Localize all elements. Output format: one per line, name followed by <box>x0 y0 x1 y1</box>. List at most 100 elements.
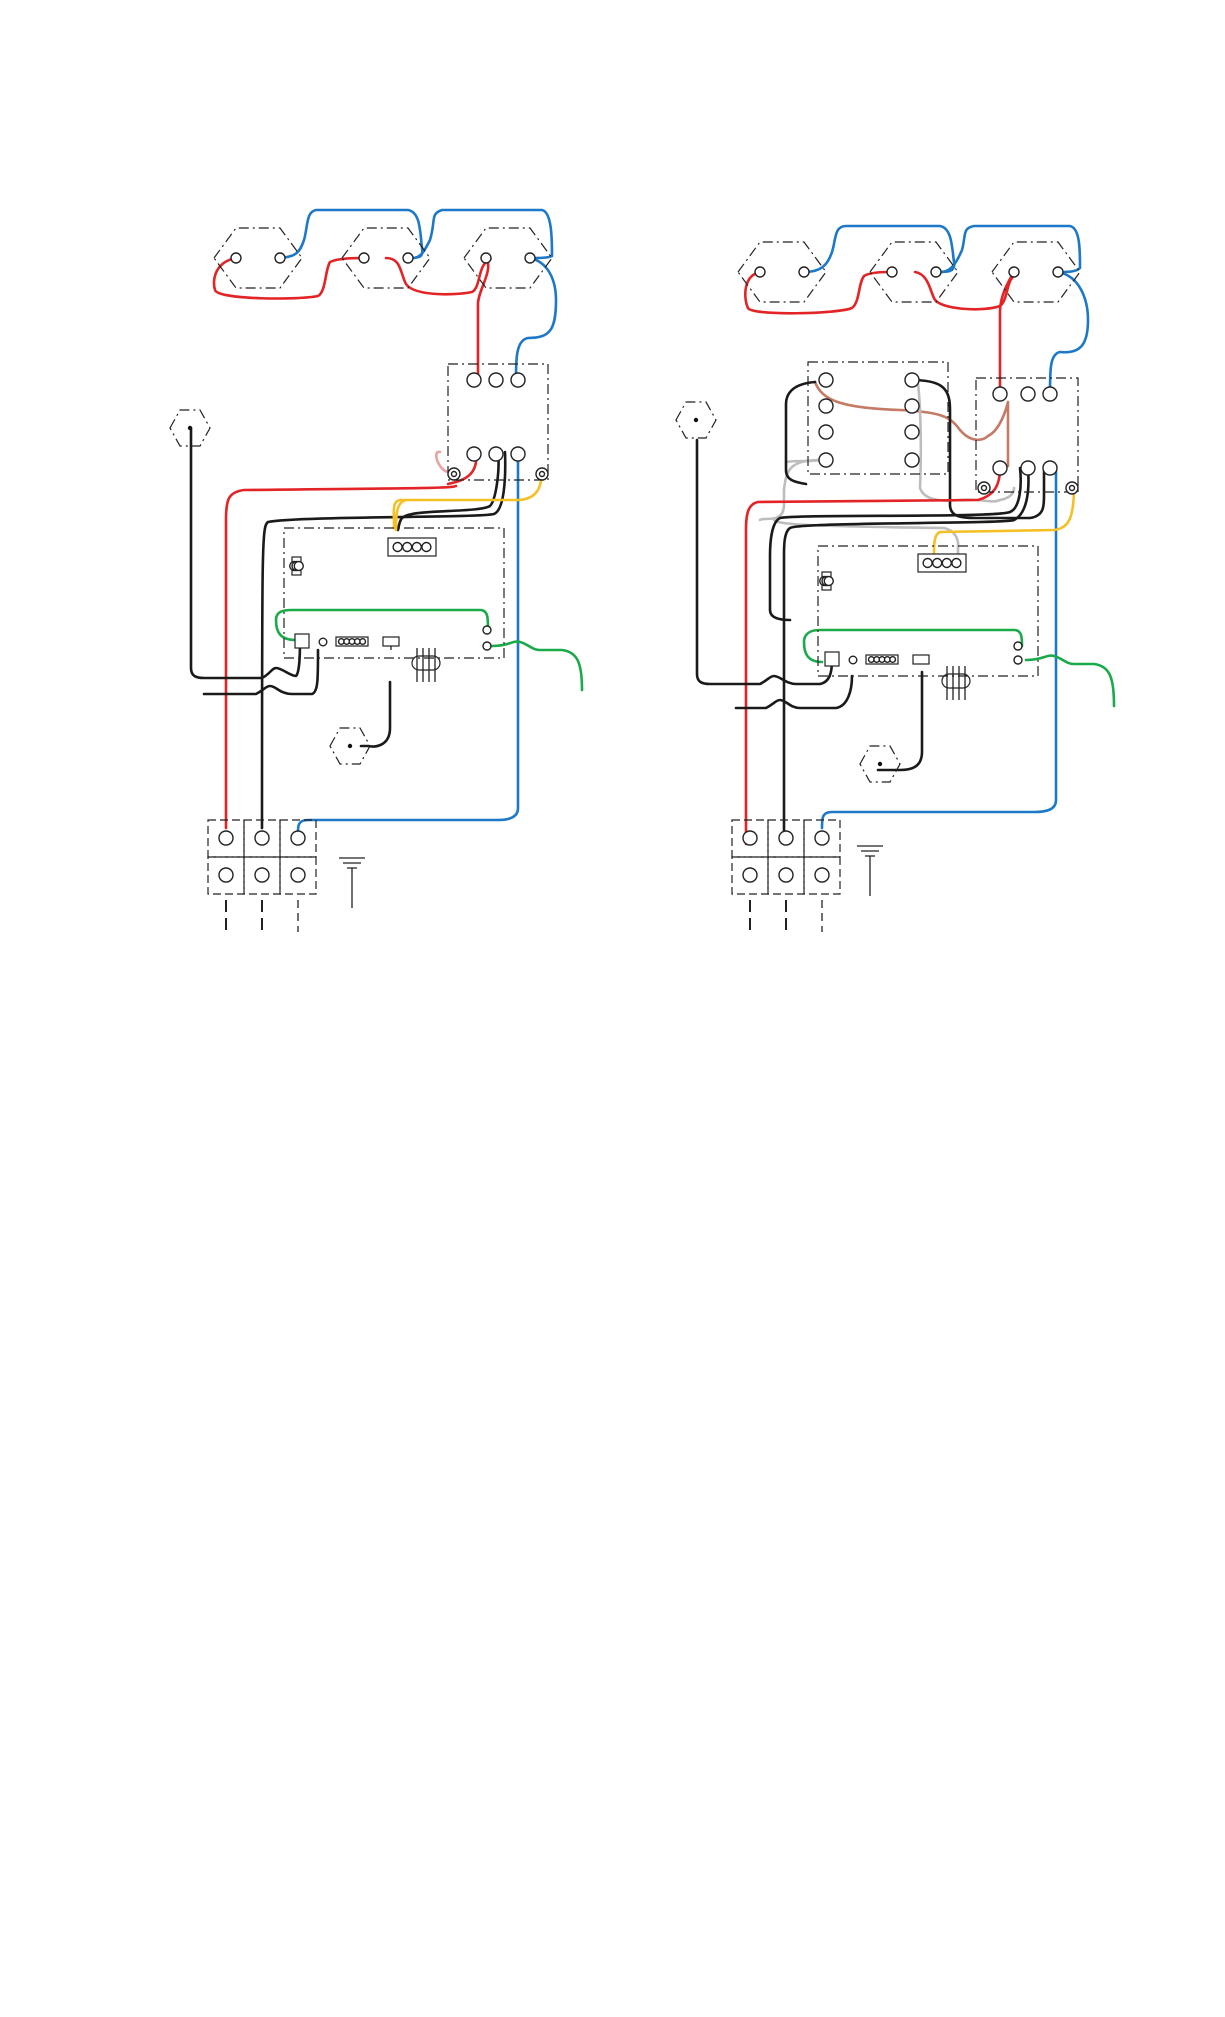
wiring-diagram-right <box>676 226 1114 932</box>
contactor-terminal-l2 <box>489 373 503 387</box>
control-board-connector-5pin-pin <box>360 639 366 645</box>
temperature-sensor-bottom-dot <box>878 762 882 766</box>
contactor-coil-a-inner <box>452 472 457 477</box>
control-board-connector-4pin-pin <box>422 543 431 552</box>
control-board-fuse <box>383 637 399 646</box>
control-board-connector-5pin-pin <box>890 657 896 663</box>
wire-red-heater-2-3 <box>386 258 491 294</box>
wire-blue-heater-2-3 <box>408 210 552 258</box>
control-board-connector-4pin-pin <box>393 543 402 552</box>
heating-element-2-terminal-b <box>931 267 941 277</box>
control-board-transformer-leads <box>417 648 435 682</box>
relay-board-terminal-left-4 <box>819 453 833 467</box>
wire-gray-relay <box>786 460 820 462</box>
control-board-terminal-a <box>483 626 491 634</box>
relay-board-terminal-left-1 <box>819 373 833 387</box>
control-board-connector-3pin-pin <box>824 577 833 586</box>
supply-terminal-block-terminal <box>779 868 793 882</box>
ground-symbol <box>857 846 883 896</box>
wire-green-out <box>1026 656 1114 706</box>
temperature-sensor-top-dot <box>188 426 192 430</box>
wire-gray-relay-loop <box>760 460 820 520</box>
control-board-connector-4pin-pin <box>403 543 412 552</box>
wire-blue-heater-3-contactor <box>516 258 556 378</box>
control-board-relay <box>295 634 309 648</box>
temperature-sensor-top-dot <box>694 418 698 422</box>
heating-element-1-terminal-b <box>799 267 809 277</box>
control-board-connector-4pin-pin <box>942 559 951 568</box>
wire-blue-heater-1-2 <box>276 210 422 258</box>
control-board-transformer <box>942 666 970 700</box>
control-board-relay <box>825 652 839 666</box>
wire-black-sensor-bottom <box>878 672 922 770</box>
control-board-terminal-b <box>1014 656 1022 664</box>
supply-terminal-block-terminal <box>219 831 233 845</box>
contactor-coil-a-inner <box>982 486 987 491</box>
contactor-terminal-l3 <box>1043 387 1057 401</box>
wire-black-supply-in <box>736 676 852 708</box>
heating-element-1-terminal-b <box>275 253 285 263</box>
heating-element-1-terminal-a <box>755 267 765 277</box>
heating-element-3-terminal-b <box>1053 267 1063 277</box>
supply-terminal-block-terminal <box>219 868 233 882</box>
supply-terminal-block-terminal <box>743 868 757 882</box>
wire-blue-heater-3-contactor <box>1050 272 1088 392</box>
heating-element-3-terminal-a <box>1009 267 1019 277</box>
wire-red-main-line-1 <box>226 486 456 828</box>
control-board-transformer <box>412 648 440 682</box>
contactor-terminal-l2 <box>1021 387 1035 401</box>
contactor-terminal-t3 <box>1043 461 1057 475</box>
supply-terminal-block-terminal <box>815 868 829 882</box>
control-board-led <box>319 638 327 646</box>
supply-terminal-block-terminal <box>255 831 269 845</box>
control-board-connector-4pin-pin <box>933 559 942 568</box>
relay-board-terminal-left-3 <box>819 425 833 439</box>
control-board-led <box>849 656 857 664</box>
wire-black-contactor-to-board <box>398 452 499 530</box>
supply-terminal-block-supply-lines <box>226 900 262 932</box>
wire-blue-heater-1-2 <box>804 226 954 272</box>
contactor-terminal-l1 <box>993 387 1007 401</box>
wire-green-out <box>492 642 582 690</box>
wiring-diagram-left <box>170 210 582 932</box>
relay-board-terminal-left-2 <box>819 399 833 413</box>
control-board-fuse <box>913 655 929 664</box>
heating-element-3-terminal-b <box>525 253 535 263</box>
control-board-terminal-a <box>1014 642 1022 650</box>
supply-terminal-block-terminal <box>815 831 829 845</box>
control-board-connector-4pin-pin <box>952 559 961 568</box>
supply-terminal-block-terminal <box>255 868 269 882</box>
heating-element-2-terminal-a <box>887 267 897 277</box>
relay-board-terminal-right-1 <box>905 373 919 387</box>
control-board-connector-4pin-pin <box>412 543 421 552</box>
ground-symbol <box>339 858 365 908</box>
heating-element-2-terminal-b <box>403 253 413 263</box>
wire-red-heater-1-2 <box>745 272 893 313</box>
control-board-connector-3pin-pin <box>294 562 303 571</box>
relay-board-terminal-right-3 <box>905 425 919 439</box>
contactor-terminal-t2 <box>1021 461 1035 475</box>
temperature-sensor-bottom-dot <box>348 744 352 748</box>
supply-terminal-block-terminal <box>291 868 305 882</box>
contactor-terminal-l1 <box>467 373 481 387</box>
contactor-terminal-t2 <box>489 447 503 461</box>
contactor-terminal-l3 <box>511 373 525 387</box>
supply-terminal-block-terminal <box>779 831 793 845</box>
heating-element-2-terminal-a <box>359 253 369 263</box>
wire-red-heater-2-3 <box>915 272 1018 309</box>
control-board-connector-4pin-pin <box>923 559 932 568</box>
contactor-terminal-t1 <box>993 461 1007 475</box>
supply-terminal-block-terminal <box>743 831 757 845</box>
contactor-coil-b-inner <box>540 472 545 477</box>
relay-board-terminal-right-2 <box>905 399 919 413</box>
heating-element-3-terminal-a <box>481 253 491 263</box>
supply-terminal-block-terminal <box>291 831 305 845</box>
relay-board-terminal-right-4 <box>905 453 919 467</box>
supply-terminal-block-supply-lines <box>750 900 786 932</box>
wire-blue-heater-2-3 <box>936 226 1080 272</box>
contactor-coil-b-inner <box>1070 486 1075 491</box>
contactor-terminal-t3 <box>511 447 525 461</box>
control-board-transformer-leads <box>947 666 965 700</box>
wire-black-sensor-bottom <box>361 682 390 746</box>
